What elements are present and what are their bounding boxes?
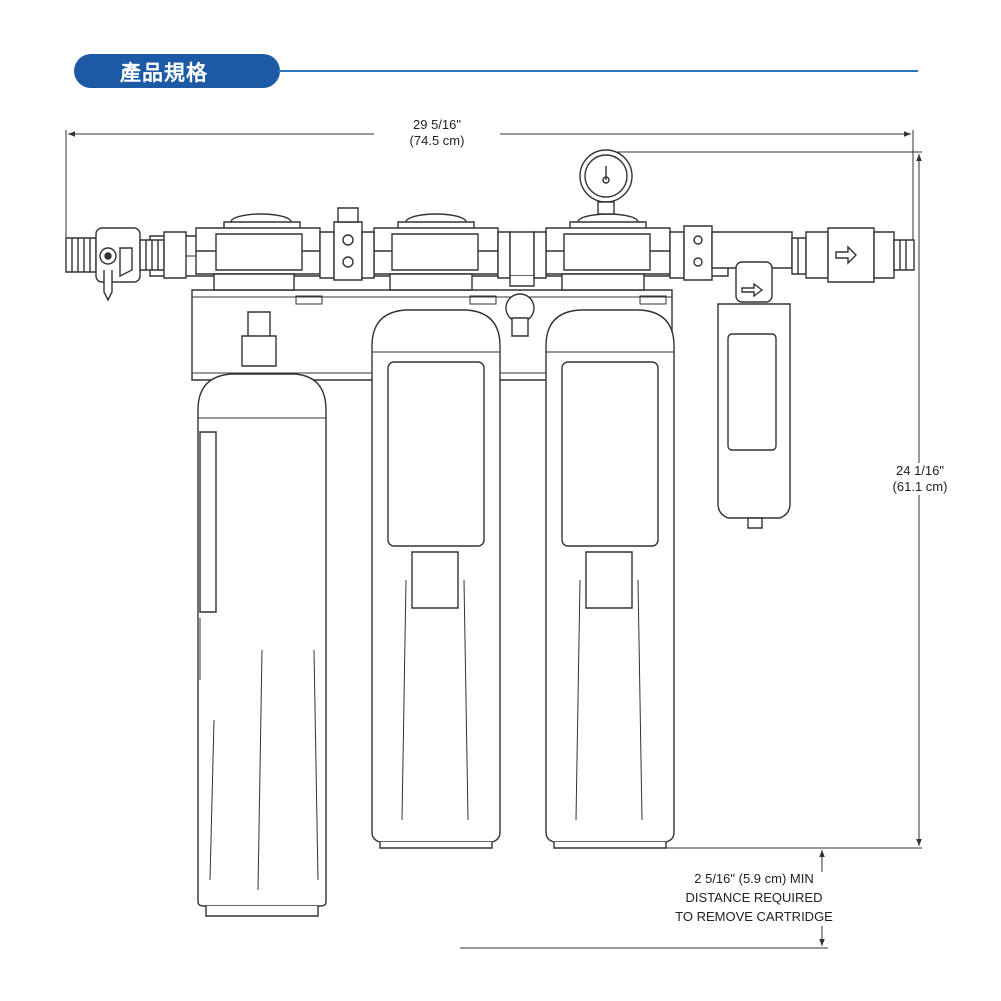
section-title: 產品規格: [120, 61, 208, 85]
width-centimeters: (74.5 cm): [409, 133, 465, 148]
filter-head-2: [374, 214, 498, 290]
coupler-2: [498, 232, 546, 336]
width-label: 29 5/16" (74.5 cm): [374, 117, 500, 149]
section-header-rule: [278, 70, 918, 72]
height-label: 24 1/16" (61.1 cm): [870, 463, 970, 495]
clearance-line-1: 2 5/16" (5.9 cm) MIN: [694, 871, 814, 886]
clearance-note: 2 5/16" (5.9 cm) MIN DISTANCE REQUIRED T…: [654, 869, 854, 926]
clearance-line-2: DISTANCE REQUIRED: [685, 890, 823, 905]
filter-cartridge-2: [372, 310, 500, 848]
pressure-gauge-icon: [580, 150, 632, 214]
flow-arrow-icon: [836, 247, 856, 263]
clearance-line-3: TO REMOVE CARTRIDGE: [675, 909, 833, 924]
width-inches: 29 5/16": [413, 117, 461, 132]
coupler-3: [670, 226, 712, 280]
filter-cartridge-3: [546, 310, 674, 848]
height-inches: 24 1/16": [896, 463, 944, 478]
filter-head-1: [196, 214, 320, 290]
filter-cartridge-1: [198, 312, 326, 916]
small-filter-housing: [718, 262, 790, 528]
shutoff-valve-icon: [100, 248, 132, 300]
filter-head-3: [546, 214, 670, 290]
height-centimeters: (61.1 cm): [892, 479, 948, 494]
height-dimension-line: [600, 152, 922, 848]
section-header-pill: [74, 54, 280, 88]
coupler-1: [320, 208, 374, 280]
clearance-dimension-line: [460, 850, 828, 948]
